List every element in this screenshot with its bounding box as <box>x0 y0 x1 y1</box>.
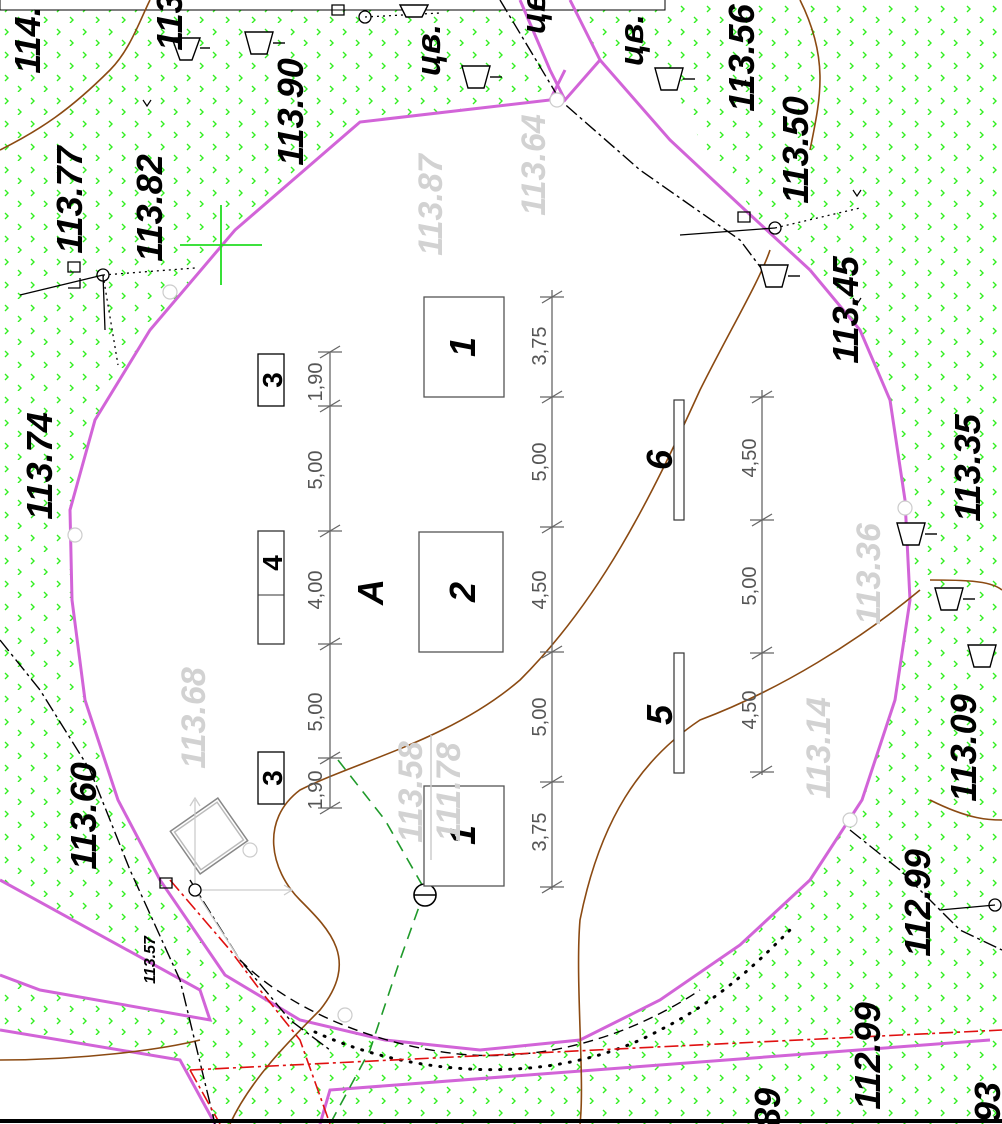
element-3-top-box <box>257 353 285 407</box>
elevation-label: 113.74 <box>19 412 60 519</box>
dim-label: 1,90 <box>305 771 327 810</box>
elevation-label: 113.90 <box>270 58 311 165</box>
elevation-label: 113.82 <box>129 154 170 261</box>
road-strip-bottom-left <box>0 880 210 1020</box>
dimension-lines <box>329 290 763 890</box>
element-number: 5 <box>639 704 680 725</box>
element-number: 6 <box>639 449 680 470</box>
road-strip-top-right <box>600 60 760 220</box>
utility-pole-icon <box>679 207 861 236</box>
road-strip-top <box>520 0 570 100</box>
elevation-label: 113 <box>149 0 190 51</box>
boundary-markers <box>67 92 913 1023</box>
dim-label: 5,00 <box>529 443 551 482</box>
survey-cross <box>180 205 262 285</box>
vegetation-type-label: цв. <box>515 0 553 34</box>
building-1-bottom <box>423 785 505 887</box>
elevation-label: 114. <box>7 6 48 73</box>
dim-label: 4,50 <box>739 691 761 730</box>
elevation-label: 89 <box>747 1088 788 1124</box>
structure-outline <box>169 797 249 875</box>
utility-pole-icon <box>331 4 441 24</box>
pole-arrows-gray <box>189 796 294 961</box>
elevation-label-gray: 113.68 <box>175 667 213 769</box>
utility-lines-green <box>329 759 426 1124</box>
elevation-labels: 114. 113 113.90 113.56 113.50 113.77 113… <box>7 0 1002 1124</box>
utility-pole-icon <box>939 898 1002 912</box>
elevation-label-gray: 113.36 <box>850 522 888 625</box>
element-3-bottom-box <box>257 751 285 805</box>
elevation-label-gray: 113.64 <box>515 114 553 216</box>
utility-pole-icon <box>19 261 196 366</box>
element-number: 1 <box>442 337 483 357</box>
elevation-label: 113.60 <box>63 762 104 869</box>
building-2 <box>418 531 504 653</box>
vegetation-type-label: цв. <box>410 24 448 76</box>
utility-pole-icon <box>159 877 202 897</box>
element-number: 3 <box>257 372 288 388</box>
elevation-label: 112.99 <box>847 1002 888 1109</box>
elevation-label-gray: 113.14 <box>800 697 838 799</box>
elevation-label-gray: 111.78 <box>430 742 468 841</box>
elevation-label-small: 113.57 <box>142 935 159 984</box>
dimension-ticks <box>318 290 774 894</box>
element-number: 2 <box>442 582 483 603</box>
elevation-label: 113.45 <box>825 255 866 363</box>
element-number: 3 <box>257 770 288 786</box>
elevation-label: 113.50 <box>775 96 816 203</box>
elevation-label-gray: 113.87 <box>412 152 450 256</box>
element-number: 4 <box>257 555 288 571</box>
utility-lines-red <box>169 879 1002 1124</box>
building-1-top <box>423 296 505 398</box>
element-6-bar <box>673 399 685 521</box>
elevation-label: 113.35 <box>947 413 988 521</box>
dimension-labels: 1,90 5,00 4,00 5,00 1,90 3,75 5,00 4,50 … <box>305 327 761 852</box>
dim-label: 5,00 <box>739 567 761 606</box>
elevation-label: 112.99 <box>897 849 938 956</box>
utility-line-black-dashed <box>239 959 701 1057</box>
tree-icons <box>171 4 997 668</box>
dim-label: 5,00 <box>529 698 551 737</box>
vegetation-type-labels: цв. цв. цв. <box>410 0 651 76</box>
element-number: 1 <box>442 825 483 845</box>
manhole-icon <box>413 883 437 907</box>
elevation-label-gray: 113.58 <box>392 741 430 843</box>
dim-label: 4,00 <box>305 571 327 610</box>
dim-label: 4,50 <box>529 571 551 610</box>
elevation-label: 113.09 <box>943 694 984 801</box>
vegetation-type-label: цв. <box>613 14 651 66</box>
letter-a: A <box>350 579 391 606</box>
elevation-label: 113.77 <box>49 144 90 253</box>
dim-label: 4,50 <box>739 439 761 478</box>
element-4-box <box>257 530 285 645</box>
element-numbers: 1 2 1 3 4 3 A 6 5 <box>257 337 680 845</box>
elevation-label: 113.56 <box>721 3 762 111</box>
dim-label: 3,75 <box>529 327 551 366</box>
road-strip-bottom <box>0 1030 215 1124</box>
dim-label: 3,75 <box>529 813 551 852</box>
dim-label: 5,00 <box>305 451 327 490</box>
elevation-labels-gray: 113.87 113.64 113.68 113.58 111.78 113.3… <box>175 114 888 843</box>
element-5-bar <box>673 652 685 774</box>
dim-label: 1,90 <box>305 363 327 402</box>
elevation-label: 93 <box>967 1082 1002 1122</box>
shrub-marks <box>142 79 862 306</box>
dim-label: 5,00 <box>305 693 327 732</box>
